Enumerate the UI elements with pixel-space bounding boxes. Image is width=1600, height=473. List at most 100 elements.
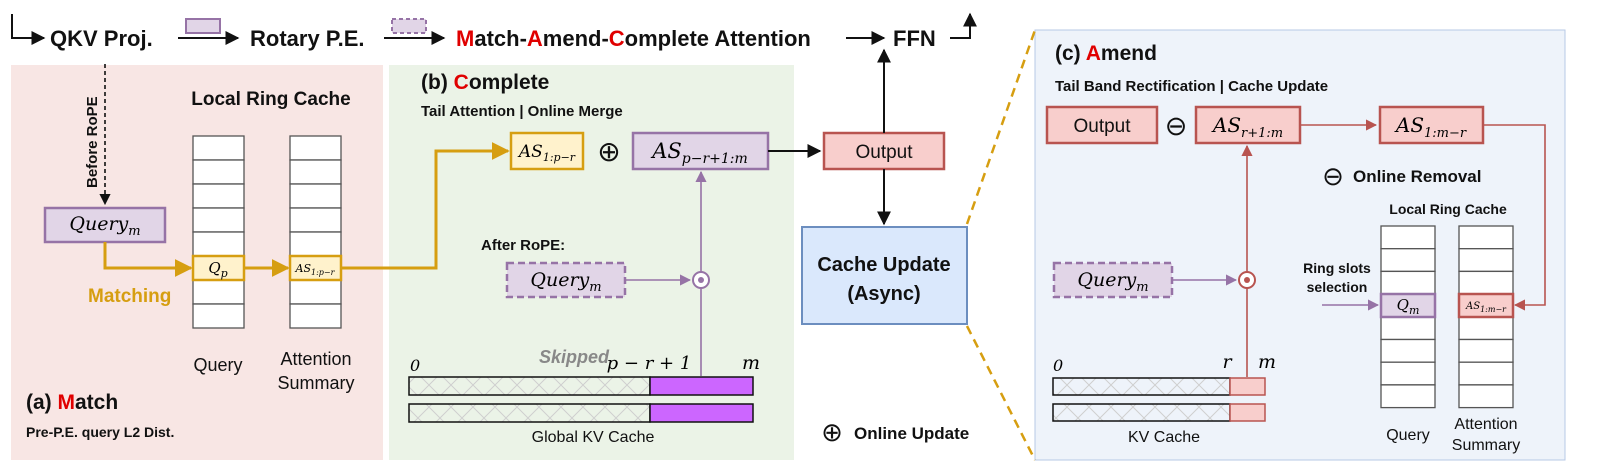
amend-section-label: (c) Amend: [1055, 42, 1157, 65]
complete-as-left-box: [509, 131, 585, 171]
complete-query-math: Querym: [530, 269, 601, 295]
cache-update-line-2: (Async): [847, 283, 920, 305]
amend-subtitle: Tail Band Rectification | Cache Update: [1055, 78, 1328, 95]
amend-tick-r: r: [1222, 351, 1233, 373]
amend-query-math: Querym: [1077, 269, 1148, 295]
amend-col-query: Query: [1386, 427, 1430, 444]
amend-ominus-icon: ⊖: [1165, 111, 1188, 141]
complete-subtitle: Tail Attention | Online Merge: [421, 103, 623, 120]
match-section-label: (a) Match: [26, 391, 118, 414]
center-output-label: Output: [855, 142, 913, 163]
amend-as-mid-box: [1194, 105, 1302, 145]
match-col-attention: Attention: [280, 349, 351, 369]
match-query-math: Querym: [69, 213, 140, 239]
skipped-label: Skipped: [539, 347, 610, 367]
zoom-line-top: [965, 29, 1037, 225]
amend-kv-cache: [1052, 377, 1266, 422]
match-query-stack-slot: [192, 159, 245, 185]
match-attn-stack-slot: [289, 207, 342, 233]
match-q-cell-math: Qp: [208, 259, 227, 280]
mac-attention-label: Match-Amend-Complete Attention: [456, 26, 811, 51]
amend-as-right-math: AS1:m−r: [1394, 113, 1467, 141]
match-query-stack-slot: [192, 279, 245, 305]
match-as-cell-math: AS1:p−r: [295, 262, 336, 277]
amend-tick-0: 0: [1053, 356, 1063, 375]
match-attn-stack-slot: [289, 231, 342, 257]
match-query-stack: [192, 135, 245, 329]
complete-tick-mid: p − r + 1: [607, 353, 692, 374]
match-attn-stack-slot: [289, 135, 342, 161]
ffn-label: FFN: [893, 26, 936, 51]
amend-kv-row-2-tail: [1229, 403, 1266, 422]
complete-panel: [389, 65, 794, 460]
match-cache-title: Local Ring Cache: [191, 89, 350, 110]
online-update-icon: ⊕: [821, 417, 843, 447]
match-col-summary: Summary: [277, 373, 354, 393]
match-query-stack-slot: [192, 135, 245, 161]
amend-kv-row-2-history: [1052, 403, 1231, 422]
amend-query-stack-slot: [1380, 248, 1436, 273]
amend-col-summary: Summary: [1452, 437, 1520, 454]
global-kv-row-1-tail: [649, 376, 754, 396]
global-kv-row-1-skipped: [408, 376, 651, 396]
amend-query-stack-slot: [1380, 384, 1436, 409]
matching-arrow: [103, 242, 193, 277]
as-transfer-arrow: [341, 142, 510, 270]
match-attn-stack-slot: [289, 183, 342, 209]
cache-update-line-1: Cache Update: [817, 254, 950, 276]
amend-output-label: Output: [1073, 116, 1131, 137]
amend-query-box: [1052, 261, 1174, 299]
qkv-proj-label: QKV Proj.: [50, 26, 153, 51]
amend-attn-stack-slot: [1458, 338, 1514, 363]
amend-attn-stack-slot: [1458, 225, 1514, 250]
amend-attn-stack-slot: [1458, 248, 1514, 273]
amend-kv-row-1-history: [1052, 377, 1231, 396]
amend-attn-stack-slot: [1458, 361, 1514, 386]
amend-attn-stack-slot: [1458, 316, 1514, 341]
amend-query-stack-slot: [1380, 270, 1436, 295]
amend-query-stack-slot: [1380, 338, 1436, 363]
match-attn-stack-slot: [289, 279, 342, 305]
after-rope-label: After RoPE:: [481, 237, 565, 254]
ring-slots-line-1: Ring slots: [1303, 260, 1371, 276]
complete-as-left-math: AS1:p−r: [517, 142, 576, 164]
matching-label: Matching: [88, 286, 171, 307]
amend-kv-label: KV Cache: [1128, 429, 1200, 446]
amend-tick-m: m: [1258, 351, 1276, 373]
amend-attn-stack-slot: [1458, 270, 1514, 295]
amend-col-attention: Attention: [1454, 416, 1517, 433]
online-removal-label: Online Removal: [1353, 167, 1481, 186]
zoom-line-bottom: [965, 325, 1037, 461]
global-kv-row-2-tail: [649, 403, 754, 423]
complete-tick-0: 0: [410, 356, 420, 375]
amend-query-stack-slot: [1380, 361, 1436, 386]
amend-cache-title: Local Ring Cache: [1389, 201, 1507, 217]
complete-tick-m: m: [742, 352, 760, 374]
amend-as-mid-math: ASr+1:m: [1211, 113, 1283, 141]
cache-update-box: [801, 226, 968, 325]
pipeline-exit-arrow: [950, 12, 977, 39]
match-query-box: [43, 206, 167, 244]
amend-as-right-box: [1378, 105, 1485, 145]
match-query-stack-slot: [192, 183, 245, 209]
ring-slots-line-2: selection: [1307, 279, 1368, 295]
amend-output-box: [1045, 105, 1159, 145]
amend-as-cell: [1457, 292, 1515, 319]
amend-q-cell-math: Qm: [1397, 296, 1420, 317]
complete-as-right-math: ASp−r+1:m: [650, 139, 748, 167]
rotary-pe-label: Rotary P.E.: [250, 26, 365, 51]
match-query-stack-slot: [192, 231, 245, 257]
global-kv-label: Global KV Cache: [532, 429, 655, 446]
amend-dot-product-center: [1244, 277, 1250, 283]
global-kv-row-2-skipped: [408, 403, 651, 423]
amend-attn-stack-slot: [1458, 384, 1514, 409]
match-attn-stack-slot: [289, 303, 342, 329]
match-attn-stack-slot: [289, 159, 342, 185]
complete-as-right-box: [631, 131, 770, 171]
amend-query-stack-slot: [1380, 316, 1436, 341]
pipeline-entry-arrow: [11, 14, 46, 45]
before-rope-label: Before RoPE: [84, 96, 101, 188]
match-subtitle: Pre-P.E. query L2 Dist.: [26, 424, 174, 440]
complete-dot-product-center: [698, 277, 704, 283]
